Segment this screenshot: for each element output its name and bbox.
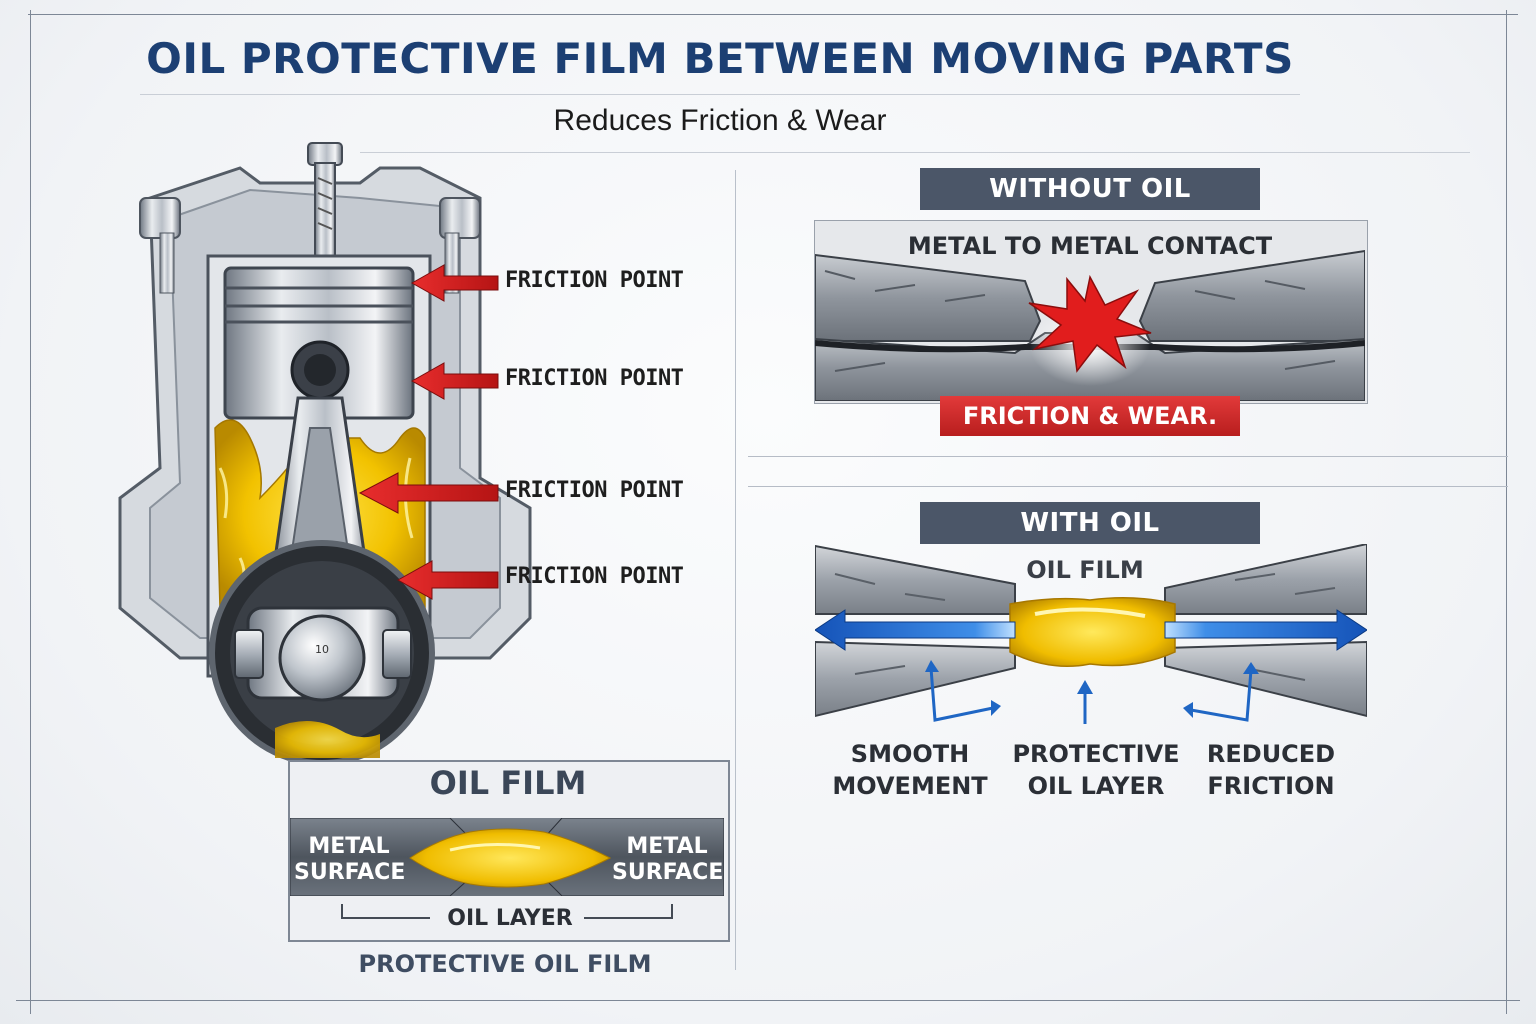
frame-line-top — [28, 14, 1518, 15]
callout-protective-line2: OIL LAYER — [1027, 772, 1165, 800]
callout-reduced-friction: REDUCED FRICTION — [1186, 738, 1356, 802]
friction-arrow-2 — [410, 362, 499, 400]
page-subtitle: Reduces Friction & Wear — [553, 104, 887, 137]
friction-arrow-1 — [410, 264, 499, 302]
panel-divider-1 — [748, 456, 1508, 457]
with-oil-film-label: OIL FILM — [1026, 556, 1144, 584]
with-oil-header: WITH OIL — [920, 502, 1260, 544]
frame-line-bottom — [16, 1000, 1520, 1001]
friction-wear-badge: FRICTION & WEAR. — [940, 396, 1240, 436]
callout-protective-oil-layer: PROTECTIVE OIL LAYER — [1000, 738, 1192, 802]
without-oil-header: WITHOUT OIL — [920, 168, 1260, 210]
subtitle-rule — [360, 152, 1470, 153]
with-oil-illustration — [815, 544, 1367, 724]
callout-smooth-movement: SMOOTH MOVEMENT — [820, 738, 1000, 802]
inset-left-surface-label: METAL SURFACE — [294, 834, 406, 885]
inset-title: OIL FILM — [429, 764, 587, 802]
frame-line-left — [30, 10, 31, 1014]
friction-point-label-1: FRICTION POINT — [505, 268, 684, 293]
callout-protective-line1: PROTECTIVE — [1012, 740, 1180, 768]
friction-point-label-3: FRICTION POINT — [505, 478, 684, 503]
inset-metal-illustration — [290, 818, 724, 936]
friction-arrow-3 — [358, 472, 499, 514]
title-rule — [140, 94, 1300, 95]
reduced-friction-callout-arrow — [1183, 662, 1259, 722]
metal-contact-label: METAL TO METAL CONTACT — [907, 232, 1273, 260]
frame-line-right — [1506, 10, 1507, 1014]
crank-mark: 10 — [315, 643, 329, 656]
friction-point-label-2: FRICTION POINT — [505, 366, 684, 391]
smooth-movement-callout-arrow — [925, 660, 1001, 722]
inset-right-surface-label: METAL SURFACE — [612, 834, 724, 885]
callout-smooth-line2: MOVEMENT — [832, 772, 988, 800]
friction-arrow-4 — [396, 560, 499, 600]
inset-oil-layer-label: OIL LAYER — [447, 906, 573, 931]
friction-point-label-4: FRICTION POINT — [505, 564, 684, 589]
friction-arrows — [358, 264, 499, 600]
inset-caption: PROTECTIVE OIL FILM — [358, 950, 652, 978]
column-divider — [735, 170, 736, 970]
callout-reduced-line2: FRICTION — [1207, 772, 1335, 800]
callout-smooth-line1: SMOOTH — [850, 740, 970, 768]
without-oil-illustration — [815, 249, 1365, 401]
panel-divider-2 — [748, 486, 1508, 487]
protective-layer-callout-arrow — [1077, 680, 1093, 724]
page-title: OIL PROTECTIVE FILM BETWEEN MOVING PARTS — [146, 34, 1294, 83]
callout-reduced-line1: REDUCED — [1206, 740, 1336, 768]
